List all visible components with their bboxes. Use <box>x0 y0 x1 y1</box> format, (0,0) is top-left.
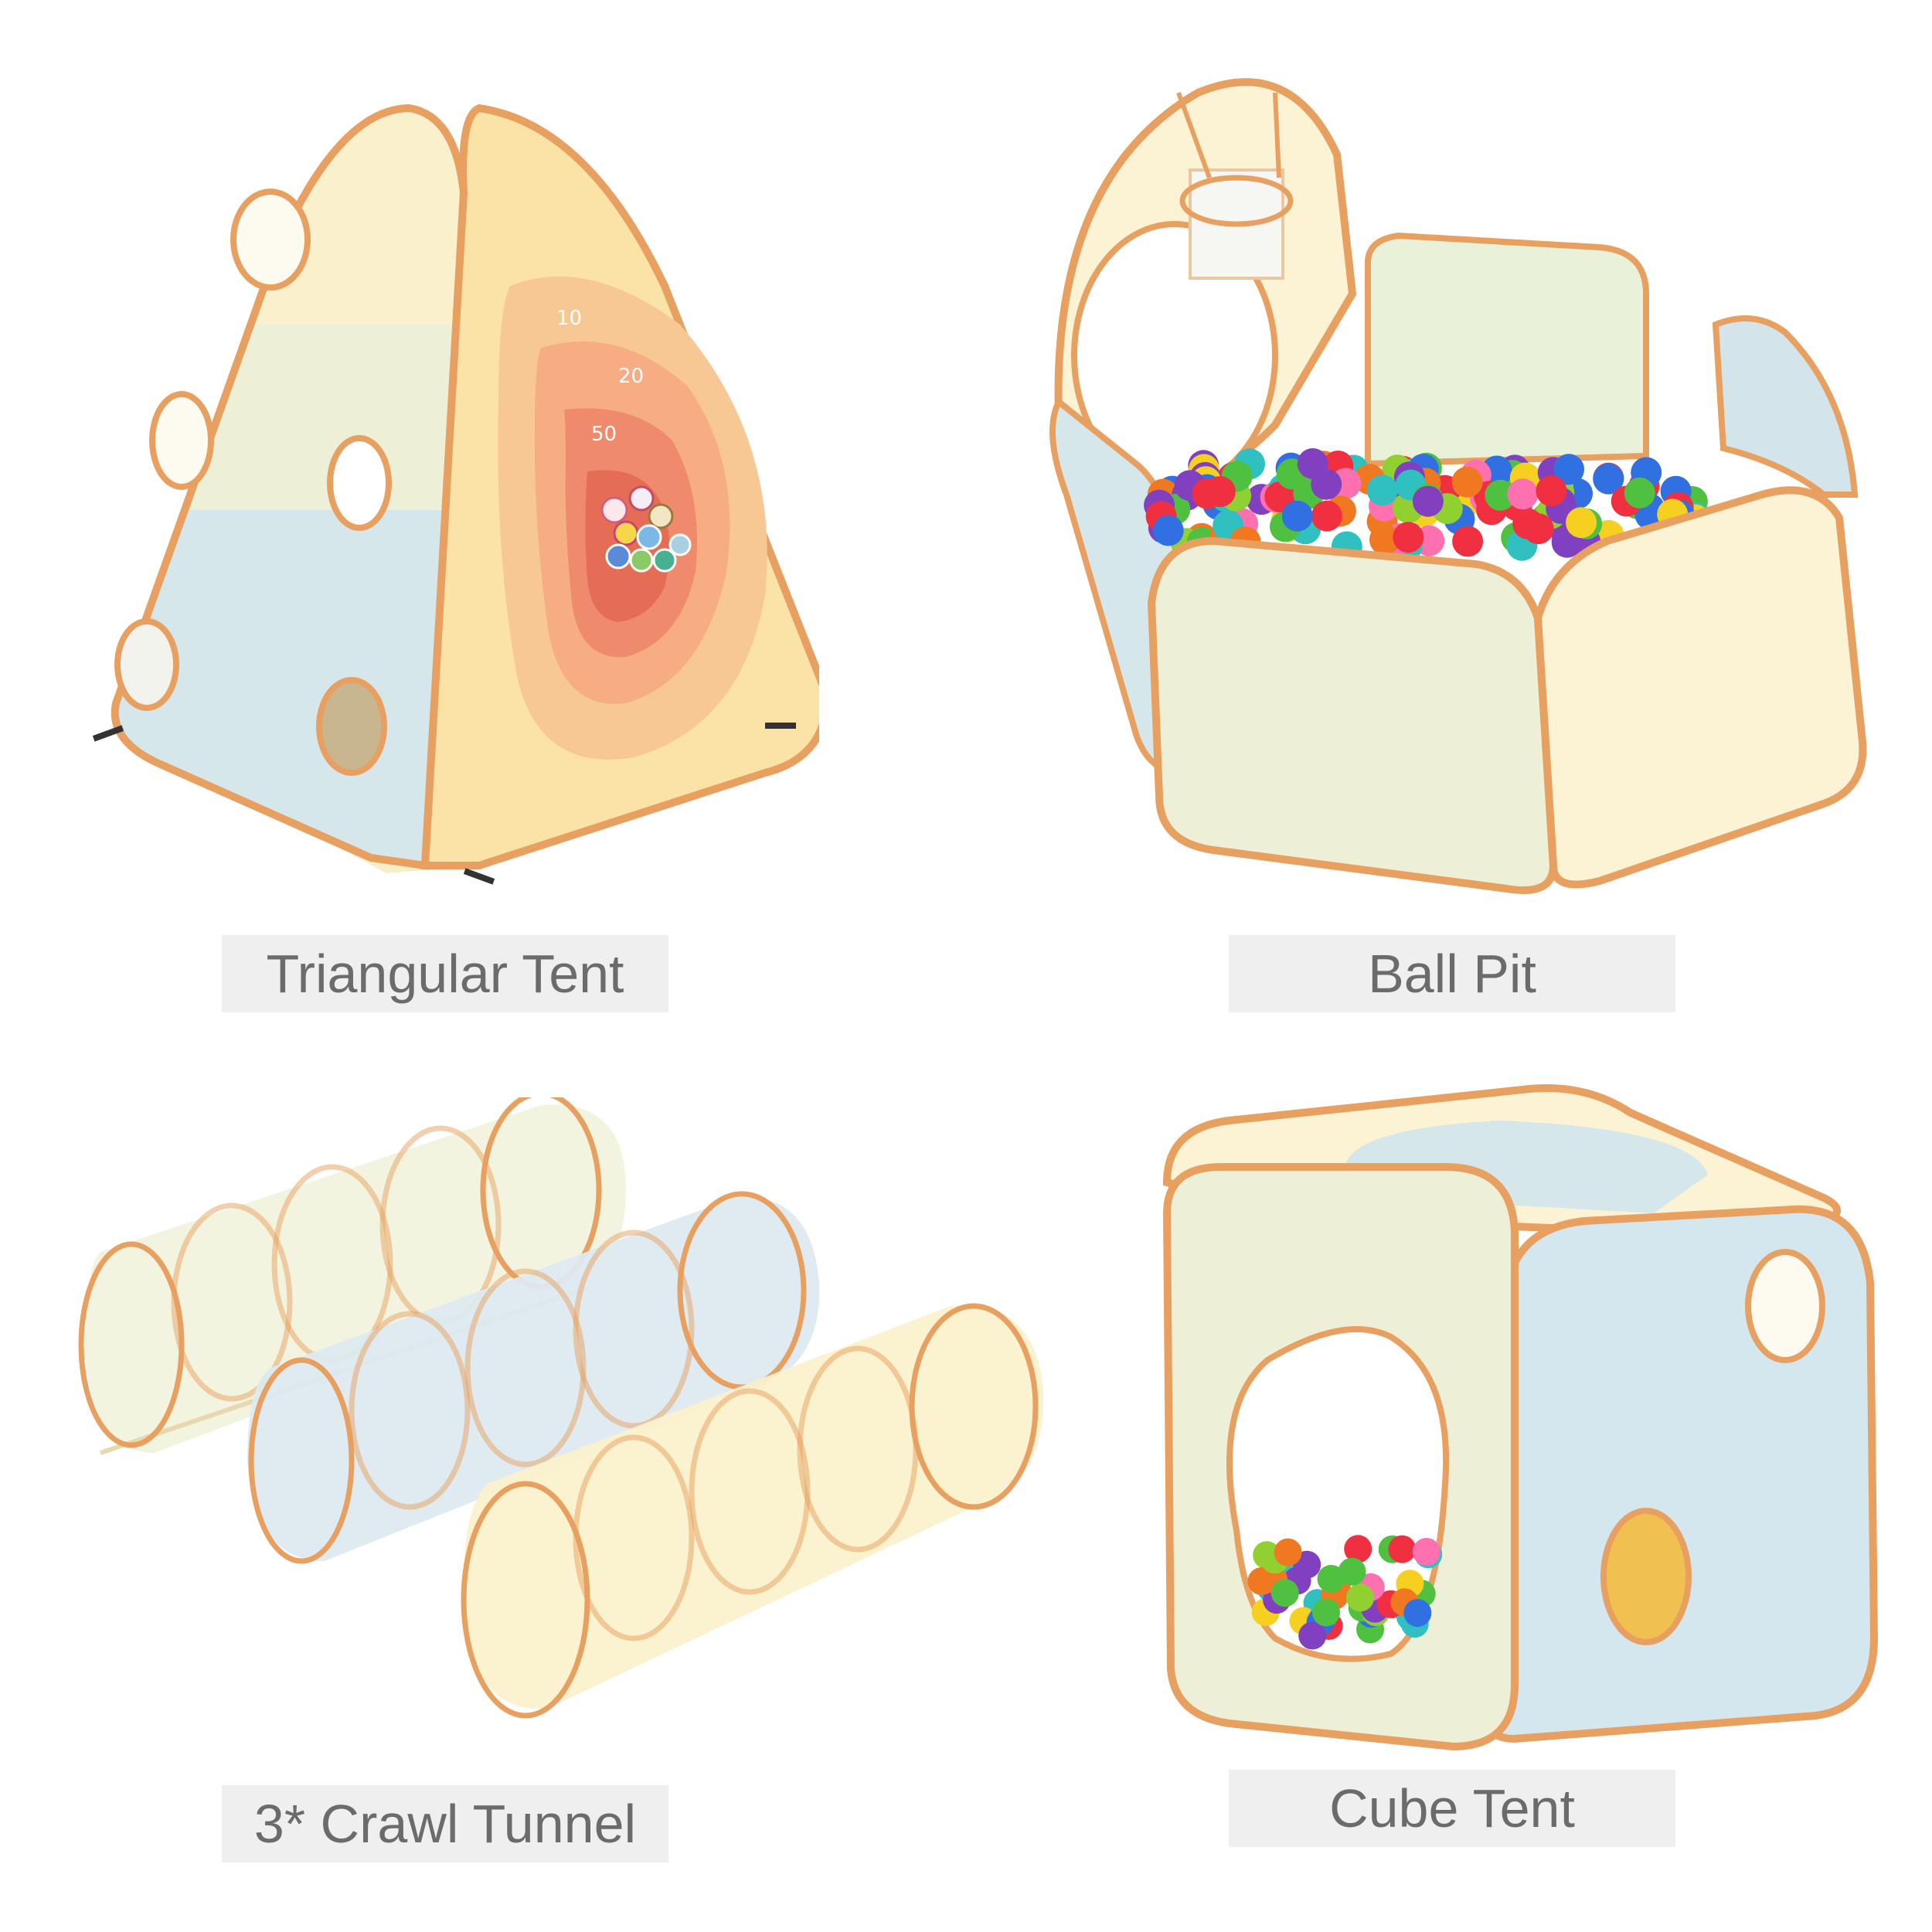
tent-window-hole <box>327 435 392 531</box>
target-score-10: 10 <box>556 307 582 330</box>
ball-pit-image <box>1043 62 1878 904</box>
triangular-tent-label: Triangular Tent <box>222 935 668 1012</box>
play-ball <box>1204 476 1236 508</box>
play-ball <box>1451 466 1483 498</box>
hoop-ring <box>1179 175 1294 227</box>
ball-pit-front-panel <box>1147 536 1558 894</box>
tent-window-hole <box>316 677 387 776</box>
crawl-tunnel-image <box>70 1090 1074 1832</box>
target-score-50: 50 <box>591 423 617 446</box>
crawl-tunnel-label: 3* Crawl Tunnel <box>222 1785 668 1862</box>
play-ball <box>1270 1579 1299 1607</box>
play-ball <box>1247 1567 1276 1595</box>
play-ball <box>1152 515 1184 546</box>
play-ball <box>1452 526 1484 557</box>
tent-window-hole <box>114 618 179 711</box>
play-ball <box>1311 500 1342 532</box>
play-ball <box>1566 507 1597 539</box>
ball-pit-side-panel <box>1533 486 1867 889</box>
cube-tent-ball-hole <box>1600 1508 1692 1645</box>
play-ball <box>1312 1598 1340 1627</box>
play-ball <box>1388 1535 1417 1563</box>
play-ball <box>1344 1535 1372 1563</box>
play-ball <box>1297 448 1328 479</box>
ball-pit-label: Ball Pit <box>1229 935 1675 1012</box>
play-ball <box>1412 485 1444 517</box>
play-ball <box>1624 477 1655 509</box>
play-ball <box>1403 1599 1432 1628</box>
sticky-balls <box>600 485 692 573</box>
play-ball <box>1317 1565 1345 1593</box>
play-ball <box>1298 1621 1327 1650</box>
play-ball <box>1412 1538 1440 1566</box>
play-ball <box>1393 522 1424 553</box>
play-ball <box>1274 1538 1302 1566</box>
crawl-tunnel-3 <box>461 1303 1044 1719</box>
colored-balls <box>1247 1535 1443 1650</box>
play-ball <box>1485 479 1516 511</box>
target-score-20: 20 <box>618 365 644 388</box>
play-ball <box>1366 474 1398 506</box>
play-ball <box>1536 475 1567 507</box>
play-ball <box>1338 1557 1366 1586</box>
play-ball <box>1369 524 1400 556</box>
cube-tent-label: Cube Tent <box>1229 1770 1675 1847</box>
play-ball <box>1593 463 1624 495</box>
tent-window-hole <box>230 189 311 291</box>
tent-window-hole <box>149 391 214 490</box>
cube-tent-image <box>1151 1082 1886 1777</box>
play-ball <box>1346 1583 1374 1612</box>
cube-tent-window <box>1745 1249 1825 1363</box>
play-ball <box>1522 513 1554 545</box>
play-ball <box>1281 500 1313 532</box>
triangular-tent-image: 10 20 50 <box>46 93 832 912</box>
play-ball <box>1507 478 1539 510</box>
dart-target: 10 20 50 <box>498 276 767 760</box>
play-ball <box>1553 454 1584 485</box>
